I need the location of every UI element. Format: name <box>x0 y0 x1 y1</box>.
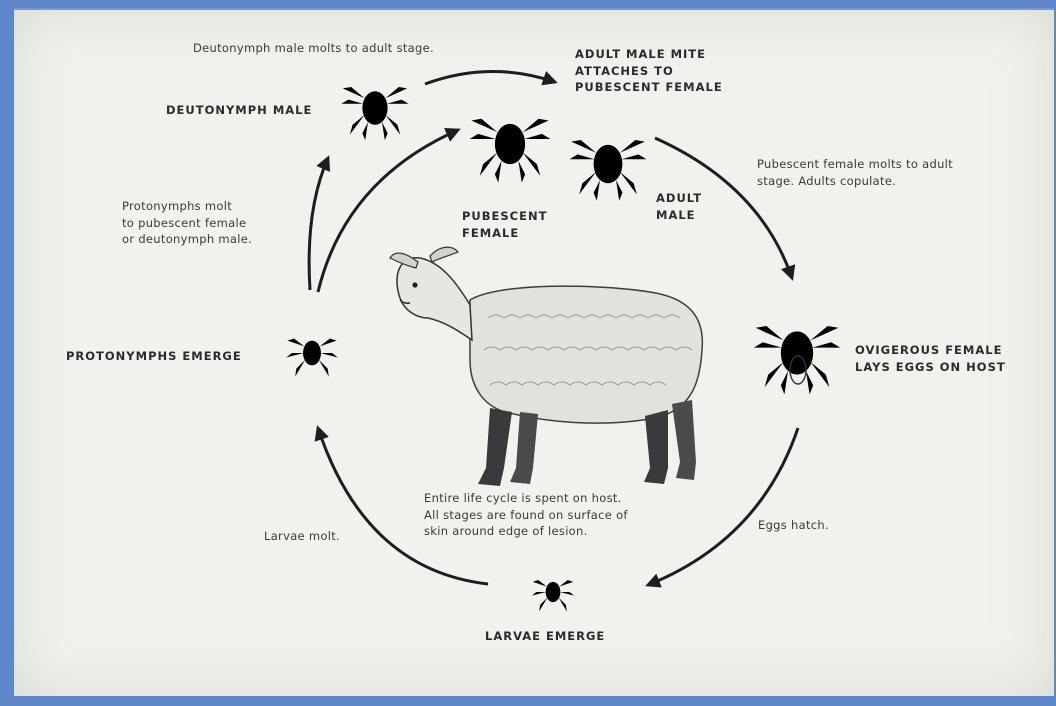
note-pubescent-molts: Pubescent female molts to adult stage. A… <box>757 156 953 189</box>
sheep-host-illustration <box>390 247 702 486</box>
stage-label-pubescent-female: PUBESCENT FEMALE <box>462 208 547 241</box>
stage-label-protonymphs-emerge: PROTONYMPHS EMERGE <box>66 348 242 365</box>
center-note: Entire life cycle is spent on host. All … <box>424 490 628 540</box>
larva-mite-icon <box>532 577 574 611</box>
stage-label-deutonymph-male: DEUTONYMPH MALE <box>166 102 312 119</box>
note-larvae-molt: Larvae molt. <box>264 528 340 545</box>
protonymph-mite-icon <box>286 335 338 376</box>
stage-label-adult-male: ADULT MALE <box>656 190 702 223</box>
stage-label-larvae-emerge: LARVAE EMERGE <box>485 628 605 645</box>
note-eggs-hatch: Eggs hatch. <box>758 517 829 534</box>
note-deutonymph-molts: Deutonymph male molts to adult stage. <box>193 40 434 57</box>
pubescent-female-mite-icon <box>470 115 551 182</box>
ovigerous-female-mite-icon <box>754 322 840 394</box>
arrow-ovigerous-to-larvae <box>648 428 798 585</box>
stage-label-ovigerous-female: OVIGEROUS FEMALE LAYS EGGS ON HOST <box>855 342 1006 375</box>
deutonymph-male-mite-icon <box>341 84 408 140</box>
adult-male-mite-icon <box>570 137 647 201</box>
stage-label-adult-male-attaches: ADULT MALE MITE ATTACHES TO PUBESCENT FE… <box>575 46 723 96</box>
arrow-deuto-to-adult <box>425 71 555 84</box>
note-protonymphs-molt: Protonymphs molt to pubescent female or … <box>122 198 252 248</box>
